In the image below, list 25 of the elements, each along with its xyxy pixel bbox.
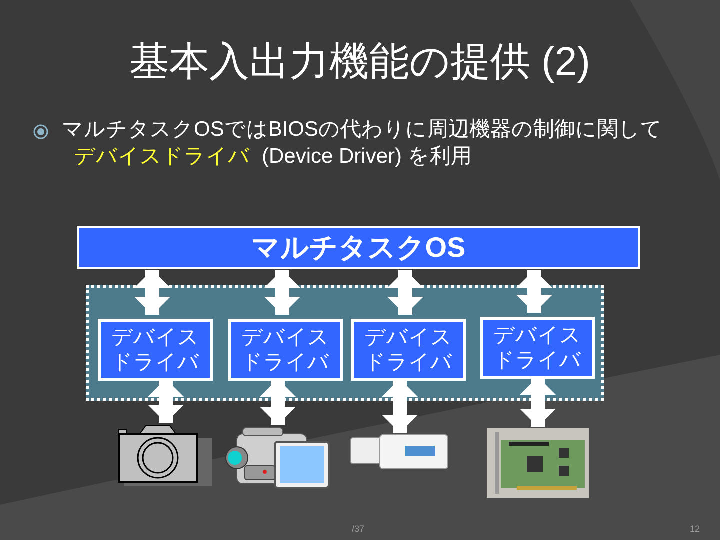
double-arrow	[260, 379, 296, 425]
double-arrow	[382, 379, 418, 433]
double-arrow	[516, 270, 552, 313]
bullet-text: (Device Driver) を利用	[262, 145, 472, 168]
driver-label: デバイスドライバ	[112, 324, 200, 376]
bullet-text: マルチタスクOSではBIOSの代わりに周辺機器の制御に関して	[62, 118, 663, 141]
driver-box	[228, 319, 343, 381]
page-number: 12	[690, 523, 700, 536]
highlighted-term: デバイスドライバ	[74, 145, 250, 168]
double-arrow	[264, 270, 300, 315]
os-bar	[77, 226, 640, 269]
driver-group-panel	[86, 285, 604, 401]
driver-label: デバイスドライバ	[494, 322, 582, 374]
double-arrow	[388, 270, 424, 315]
driver-label: デバイスドライバ	[364, 324, 452, 376]
driver-box	[98, 319, 213, 381]
page-total: /37	[352, 523, 365, 536]
double-arrow	[148, 379, 184, 423]
double-arrow	[134, 270, 170, 315]
driver-box	[351, 319, 466, 381]
driver-box	[480, 317, 595, 379]
slide-title: 基本入出力機能の提供 (2)	[128, 42, 592, 82]
os-label: マルチタスクOS	[251, 234, 466, 262]
double-arrow	[520, 377, 556, 427]
driver-label: デバイスドライバ	[242, 324, 330, 376]
